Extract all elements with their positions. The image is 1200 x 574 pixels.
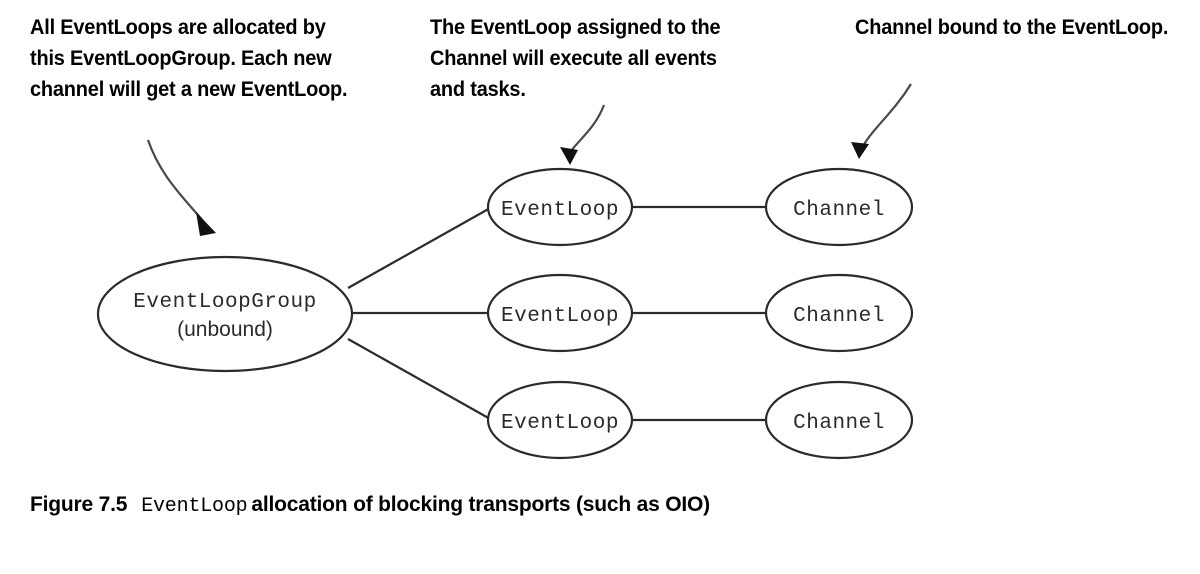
node-channel-3[interactable]: Channel	[764, 380, 914, 460]
node-channel-2[interactable]: Channel	[764, 273, 914, 353]
eventloop-2-ellipse	[486, 273, 634, 353]
node-eventloop-1[interactable]: EventLoop	[486, 167, 634, 247]
channel-1-label: Channel	[793, 199, 885, 222]
channel-2-label: Channel	[793, 305, 885, 328]
pointer-arrowhead-icon	[851, 142, 869, 159]
eventloop-1-label: EventLoop	[501, 199, 619, 222]
callout-eventloopgroup: All EventLoops are allocated by this Eve…	[30, 16, 348, 101]
eventloop-3-ellipse	[486, 380, 634, 460]
pointer-arrowhead-icon	[560, 147, 578, 165]
eventloop-1-ellipse	[486, 167, 634, 247]
node-channel-1[interactable]: Channel	[764, 167, 914, 247]
channel-3-label: Channel	[793, 412, 885, 435]
node-eventloop-3[interactable]: EventLoop	[486, 380, 634, 460]
eventloop-2-label: EventLoop	[501, 305, 619, 328]
node-eventloop-2[interactable]: EventLoop	[486, 273, 634, 353]
figure-caption-text: allocation of blocking transports (such …	[251, 493, 710, 516]
callout-eventloop: The EventLoop assigned to the Channel wi…	[430, 16, 721, 101]
node-eventloopgroup[interactable]: EventLoopGroup (unbound)	[96, 255, 354, 373]
channel-1-ellipse	[764, 167, 914, 247]
eventloopgroup-label-mono: EventLoopGroup	[133, 291, 316, 314]
eventloop-3-label: EventLoop	[501, 412, 619, 435]
connector-group-to-eventloop-1	[347, 206, 493, 289]
figure-caption-mono-term: EventLoop	[141, 495, 248, 518]
callout-channel: Channel bound to the EventLoop.	[855, 16, 1169, 39]
connector-group-to-eventloop-3	[347, 338, 493, 421]
pointer-arrowhead-icon	[196, 212, 216, 236]
pointer-arrow-to-eventloopgroup	[146, 139, 216, 236]
eventloopgroup-ellipse	[96, 255, 354, 373]
eventloopgroup-label-sans: (unbound)	[177, 318, 273, 341]
channel-2-ellipse	[764, 273, 914, 353]
channel-3-ellipse	[764, 380, 914, 460]
pointer-arrow-to-eventloop	[560, 104, 606, 165]
figure-caption-label: Figure 7.5	[30, 493, 128, 516]
pointer-arrow-to-channel	[851, 83, 912, 159]
